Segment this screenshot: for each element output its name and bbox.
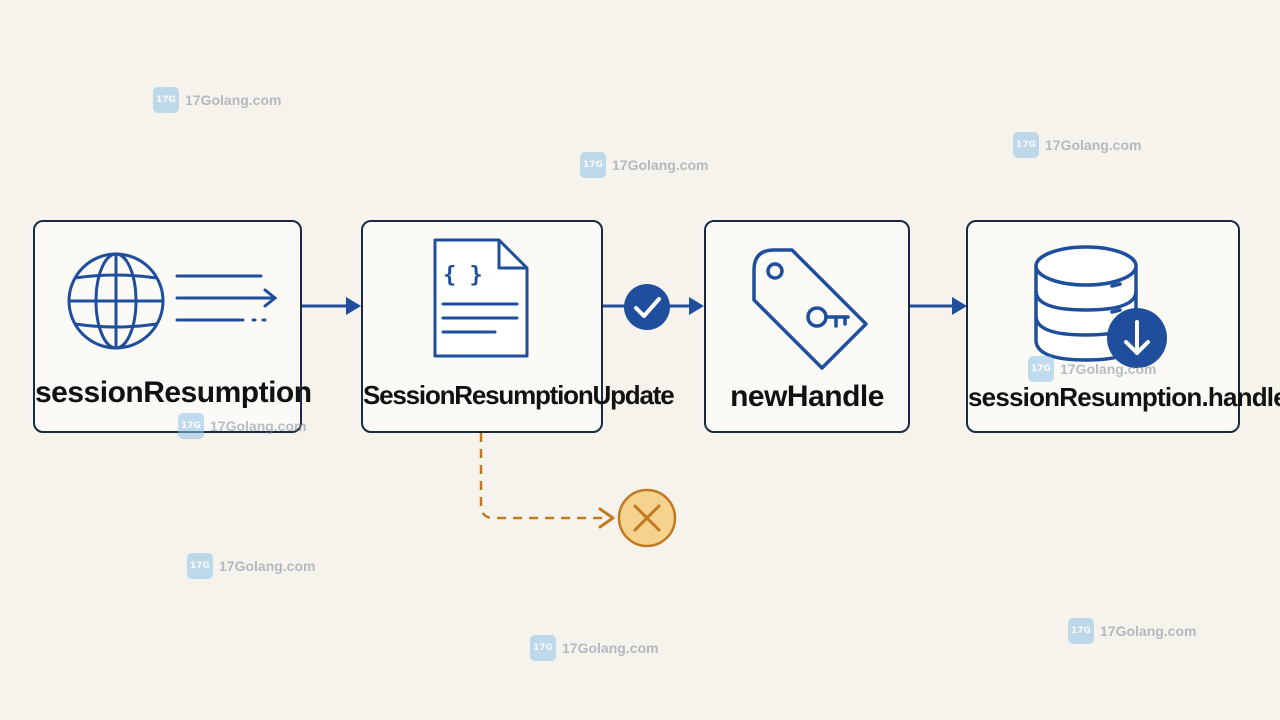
node-label: sessionResumption.handle [968,382,1280,412]
database-download-icon [1034,245,1167,368]
watermark: 17G 17Golang.com [1068,618,1196,644]
key-tag-icon [752,248,868,370]
node-session-resumption-handle: sessionResumption.handle [966,220,1280,433]
x-circle-icon [617,488,677,548]
watermark: 17G 17Golang.com [580,152,708,178]
watermark-logo-icon: 17G [187,553,213,579]
node-session-resumption: sessionResumption [33,220,312,433]
code-braces: { } [443,263,483,288]
watermark: 17G 17Golang.com [178,413,306,439]
watermark: 17G 17Golang.com [1028,356,1156,382]
watermark: 17G 17Golang.com [187,553,315,579]
watermark-logo-icon: 17G [1028,356,1054,382]
watermark-logo-icon: 17G [530,635,556,661]
watermark: 17G 17Golang.com [153,87,281,113]
document-icon: { } [433,238,529,358]
watermark: 17G 17Golang.com [1013,132,1141,158]
node-session-resumption-update: { } SessionResumptionUpdate [361,220,675,433]
watermark-logo-icon: 17G [178,413,204,439]
node-label: SessionResumptionUpdate [363,380,675,410]
connector-dashed-reject [479,433,615,529]
node-label: newHandle [730,380,884,413]
check-circle-icon [624,284,670,330]
node-label: sessionResumption [35,376,312,409]
watermark-logo-icon: 17G [1013,132,1039,158]
watermark-logo-icon: 17G [580,152,606,178]
globe-icon [67,252,278,350]
connector-arrow-1 [302,297,361,315]
watermark-logo-icon: 17G [153,87,179,113]
watermark-logo-icon: 17G [1068,618,1094,644]
node-new-handle: newHandle [704,220,910,433]
connector-arrow-3 [910,297,967,315]
watermark: 17G 17Golang.com [530,635,658,661]
motion-lines-icon [175,274,278,322]
